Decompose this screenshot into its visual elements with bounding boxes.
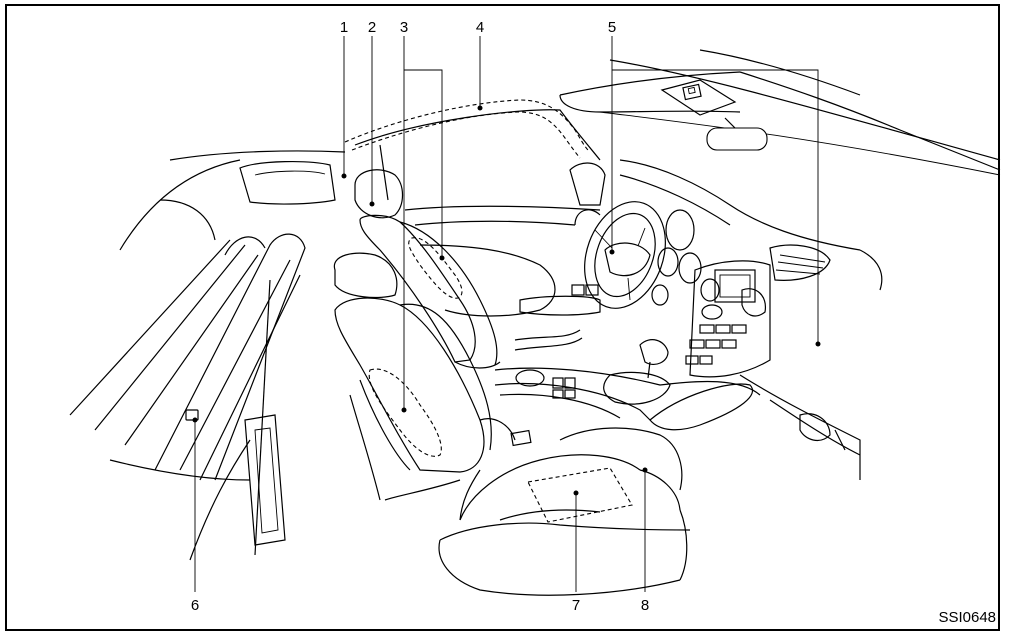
callout-6: 6 (191, 597, 199, 614)
callout-1: 1 (340, 19, 348, 36)
callout-8: 8 (641, 597, 649, 614)
side-sensor-mark (185, 409, 199, 421)
roof-side-curtain-airbag-outline (344, 99, 591, 159)
rearview-mirror (706, 117, 768, 151)
center-console (494, 329, 761, 431)
figure-reference-code: SSI0648 (938, 609, 996, 626)
callout-labels: 1 2 3 4 5 6 7 8 (191, 19, 649, 614)
occupant-sensor-outline (527, 467, 633, 523)
seat-cushion (438, 427, 691, 596)
driver-seat (354, 169, 501, 369)
dashboard (404, 159, 883, 480)
leader-lines (192, 36, 821, 592)
center-stack (685, 260, 771, 378)
map-lamp (660, 79, 737, 116)
roof-headliner (559, 49, 1001, 176)
windshield (354, 109, 601, 201)
callout-4: 4 (476, 19, 484, 36)
callout-7: 7 (572, 597, 580, 614)
callout-2: 2 (368, 19, 376, 36)
steering-wheel (584, 201, 666, 309)
left-door-and-pillars (69, 150, 346, 561)
driver-side-airbag-outline (408, 237, 463, 299)
callout-3: 3 (400, 19, 408, 36)
diagram-frame (5, 4, 1000, 631)
passenger-side-airbag-outline (368, 368, 442, 457)
callout-5: 5 (608, 19, 616, 36)
passenger-seat (333, 252, 532, 501)
